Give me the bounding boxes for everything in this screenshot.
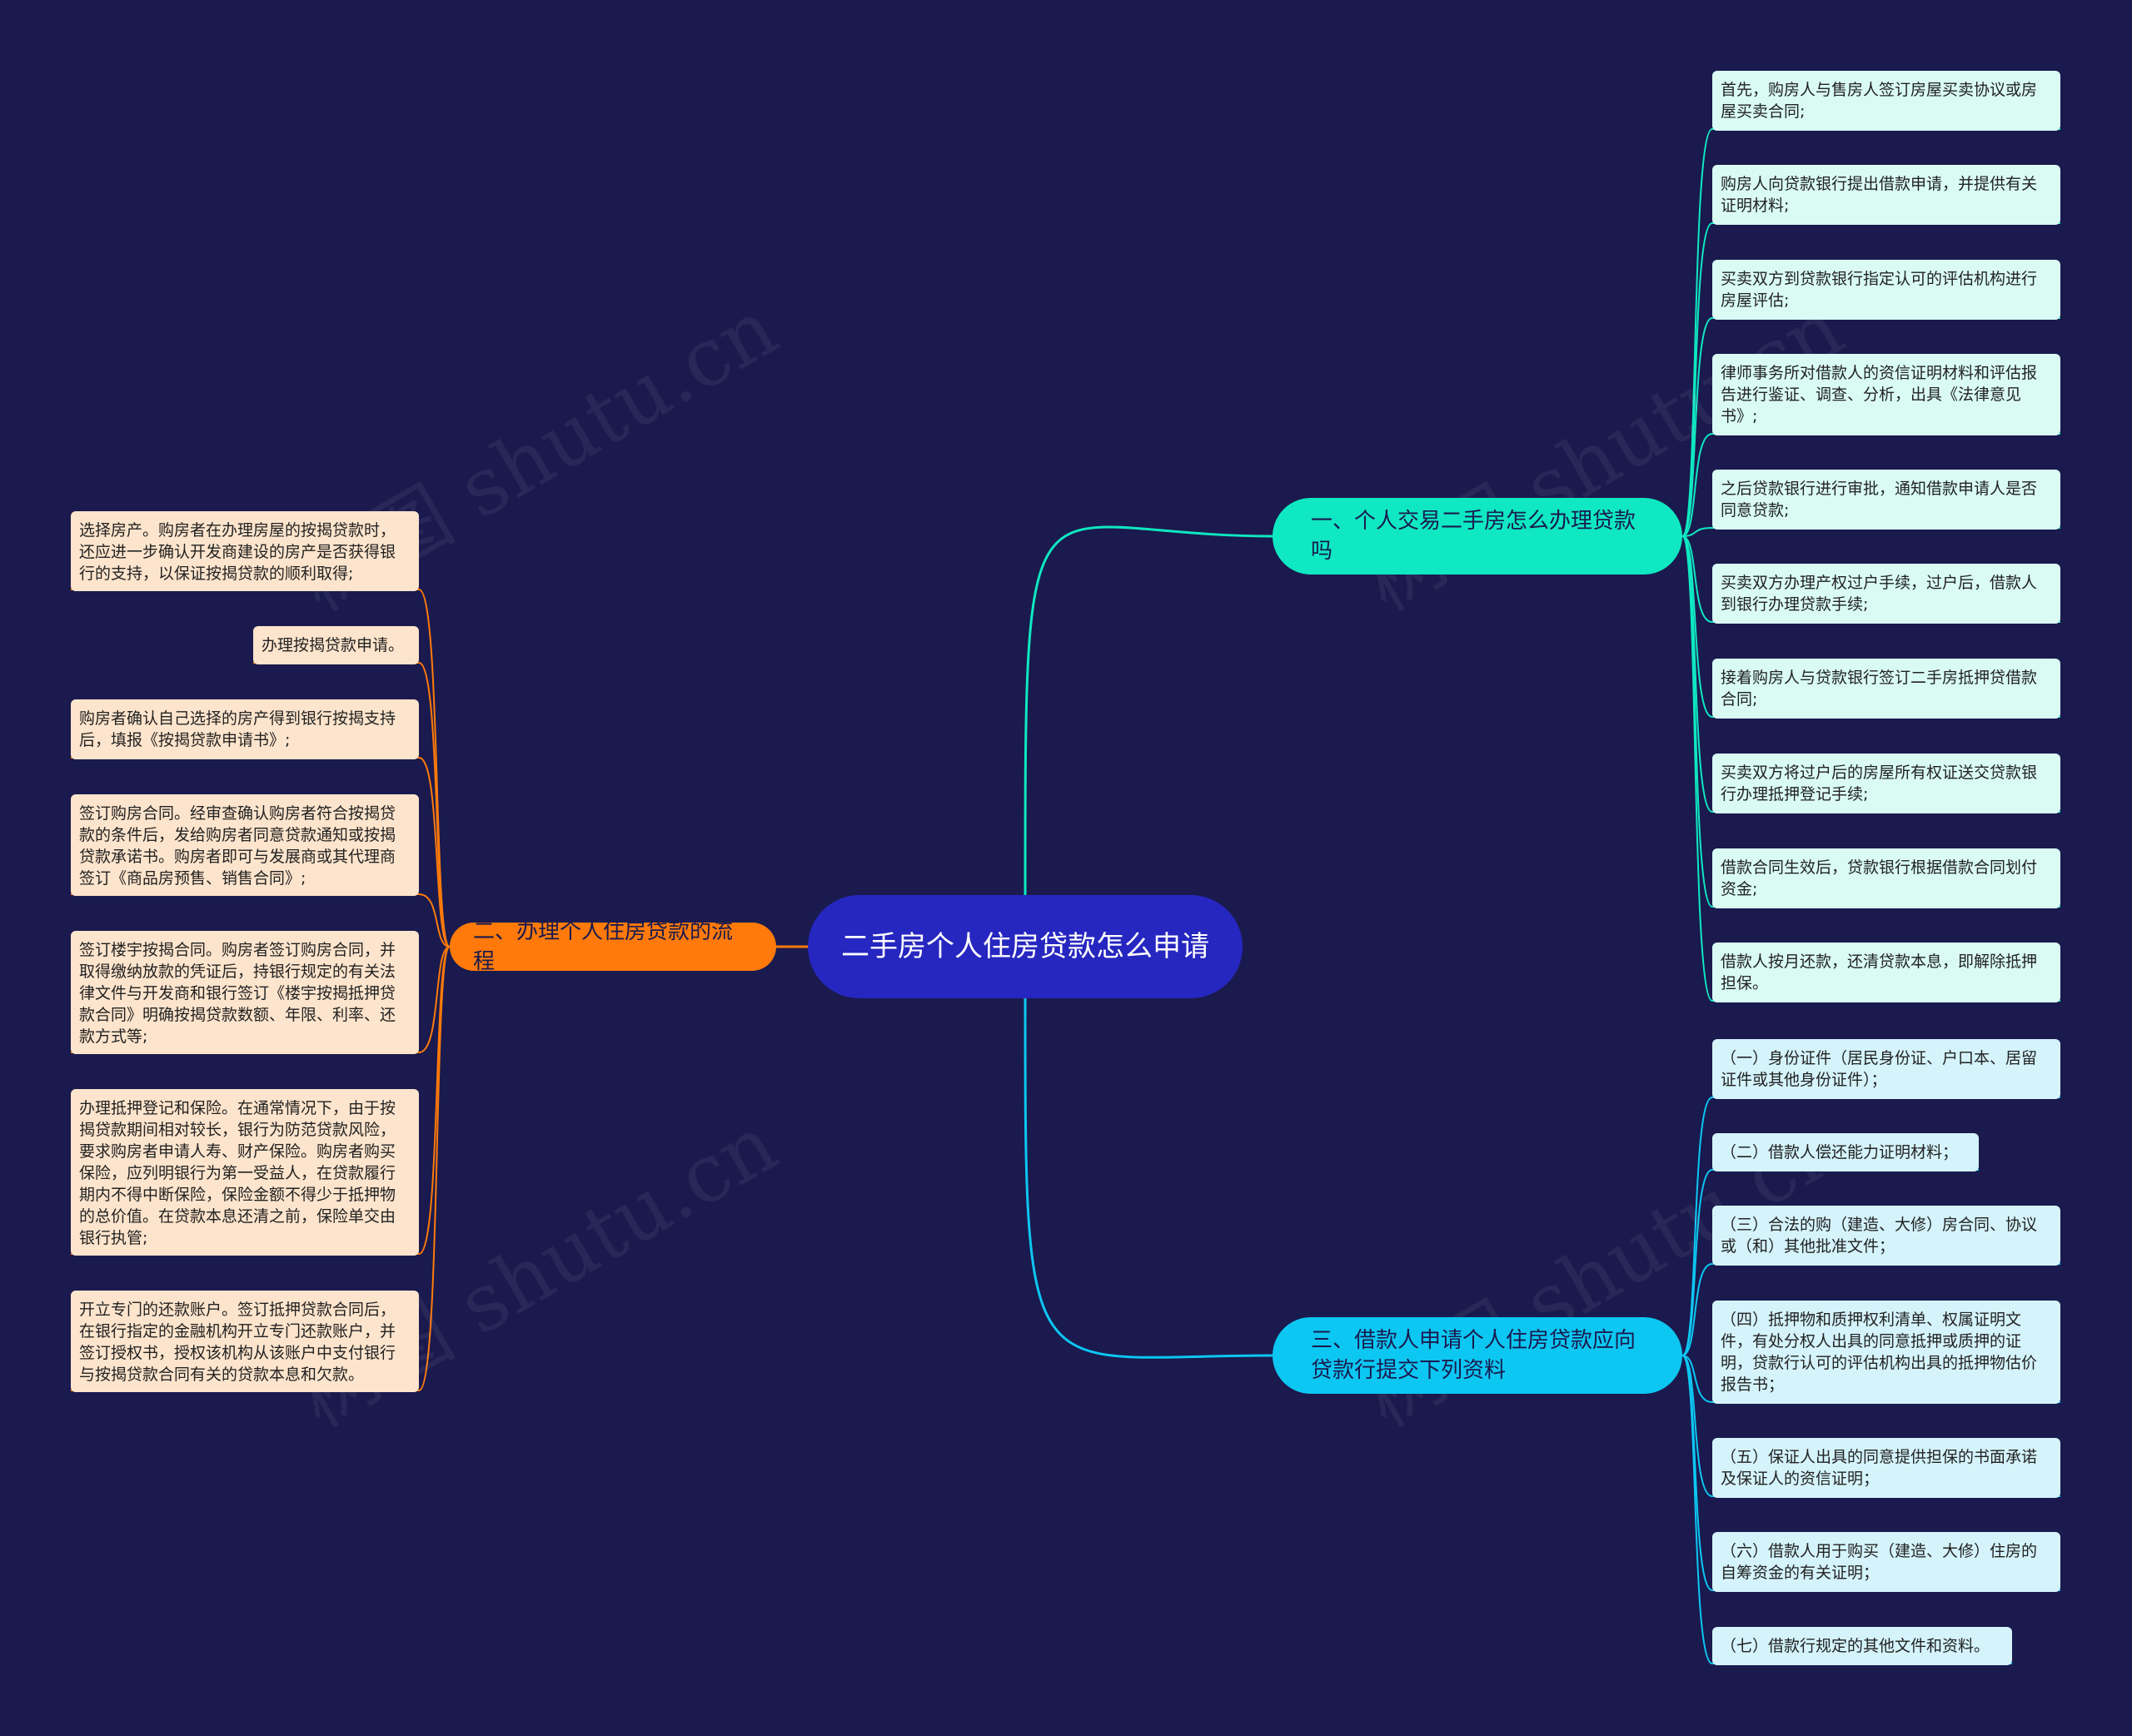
connector-line xyxy=(1681,222,2060,537)
connector-line xyxy=(71,946,451,1255)
leaf-topic[interactable]: （三）合法的购（建造、大修）房合同、协议或（和）其他批准文件； xyxy=(1712,1206,2060,1266)
leaf-topic[interactable]: （一）身份证件（居民身份证、户口本、居留证件或其他身份证件）； xyxy=(1712,1039,2060,1099)
leaf-topic[interactable]: （七）借款行规定的其他文件和资料。 xyxy=(1712,1627,2012,1665)
leaf-topic[interactable]: （四）抵押物和质押权利清单、权属证明文件，有处分权人出具的同意抵押或质押的证明，… xyxy=(1712,1301,2060,1404)
connector-line xyxy=(253,662,451,948)
connector-line xyxy=(71,757,451,948)
root-topic[interactable]: 二手房个人住房贷款怎么申请 xyxy=(808,895,1243,998)
leaf-topic[interactable]: 办理抵押登记和保险。在通常情况下，由于按揭贷款期间相对较长，银行为防范贷款风险，… xyxy=(71,1089,419,1256)
leaf-topic[interactable]: 借款合同生效后，贷款银行根据借款合同划付资金; xyxy=(1712,848,2060,908)
connector-line xyxy=(1024,525,1273,896)
leaf-topic[interactable]: 选择房产。购房者在办理房屋的按揭贷款时，还应进一步确认开发商建设的房产是否获得银… xyxy=(71,511,419,591)
leaf-topic[interactable]: 购房人向贷款银行提出借款申请，并提供有关证明材料; xyxy=(1712,165,2060,225)
leaf-topic[interactable]: 之后贷款银行进行审批，通知借款申请人是否同意贷款; xyxy=(1712,470,2060,530)
leaf-topic[interactable]: （五）保证人出具的同意提供担保的书面承诺及保证人的资信证明； xyxy=(1712,1438,2060,1498)
branch-topic-label: 一、个人交易二手房怎么办理贷款吗 xyxy=(1311,509,1636,564)
branch-topic-label: 三、借款人申请个人住房贷款应向贷款行提交下列资料 xyxy=(1311,1328,1636,1383)
branch-topic-1[interactable]: 一、个人交易二手房怎么办理贷款吗 xyxy=(1273,498,1682,575)
leaf-topic[interactable]: 借款人按月还款，还清贷款本息，即解除抵押担保。 xyxy=(1712,943,2060,1002)
branch-topic-3[interactable]: 三、借款人申请个人住房贷款应向贷款行提交下列资料 xyxy=(1273,1317,1682,1394)
leaf-topic[interactable]: 接着购房人与贷款银行签订二手房抵押贷借款合同; xyxy=(1712,659,2060,719)
connector-line xyxy=(1681,433,2060,537)
leaf-topic[interactable]: 签订楼宇按揭合同。购房者签订购房合同，并取得缴纳放款的凭证后，持银行规定的有关法… xyxy=(71,931,419,1054)
branch-topic-2[interactable]: 二、办理个人住房贷款的流程 xyxy=(450,919,776,974)
connector-line xyxy=(1681,535,2060,1002)
connector-line xyxy=(1681,1097,2060,1356)
connector-line xyxy=(71,946,451,1391)
connector-line xyxy=(1681,1355,2060,1403)
leaf-topic[interactable]: （二）借款人偿还能力证明材料； xyxy=(1712,1133,1979,1171)
leaf-topic[interactable]: 买卖双方到贷款银行指定认可的评估机构进行房屋评估; xyxy=(1712,260,2060,320)
connector-line xyxy=(1681,1355,2060,1497)
leaf-topic[interactable]: 买卖双方将过户后的房屋所有权证送交贷款银行办理抵押登记手续; xyxy=(1712,754,2060,813)
leaf-topic[interactable]: 开立专门的还款账户。签订抵押贷款合同后，在银行指定的金融机构开立专门还款账户，并… xyxy=(71,1291,419,1392)
leaf-topic[interactable]: 律师事务所对借款人的资信证明材料和评估报告进行鉴证、调查、分析，出具《法律意见书… xyxy=(1712,354,2060,435)
leaf-topic[interactable]: 签订购房合同。经审查确认购房者符合按揭贷款的条件后，发给购房者同意贷款通知或按揭… xyxy=(71,794,419,896)
connector-line xyxy=(1681,535,2060,623)
leaf-topic[interactable]: （六）借款人用于购买（建造、大修）住房的自筹资金的有关证明； xyxy=(1712,1532,2060,1592)
connector-line xyxy=(1024,997,1273,1359)
connector-line xyxy=(1681,527,2060,537)
connector-line xyxy=(71,893,451,948)
connector-line xyxy=(1681,1169,1979,1356)
connector-line xyxy=(1681,1263,2060,1356)
root-topic-label: 二手房个人住房贷款怎么申请 xyxy=(841,930,1209,963)
leaf-topic[interactable]: 办理按揭贷款申请。 xyxy=(253,626,419,664)
leaf-topic[interactable]: 购房者确认自己选择的房产得到银行按揭支持后，填报《按揭贷款申请书》; xyxy=(71,699,419,759)
connector-line xyxy=(1681,317,2060,537)
branch-topic-label: 二、办理个人住房贷款的流程 xyxy=(473,919,734,974)
leaf-topic[interactable]: 首先，购房人与售房人签订房屋买卖协议或房屋买卖合同; xyxy=(1712,71,2060,131)
connector-line xyxy=(71,946,451,1053)
connector-line xyxy=(1681,1355,2012,1664)
connector-line xyxy=(1681,535,2060,718)
leaf-topic[interactable]: 买卖双方办理产权过户手续，过户后，借款人到银行办理贷款手续; xyxy=(1712,564,2060,624)
